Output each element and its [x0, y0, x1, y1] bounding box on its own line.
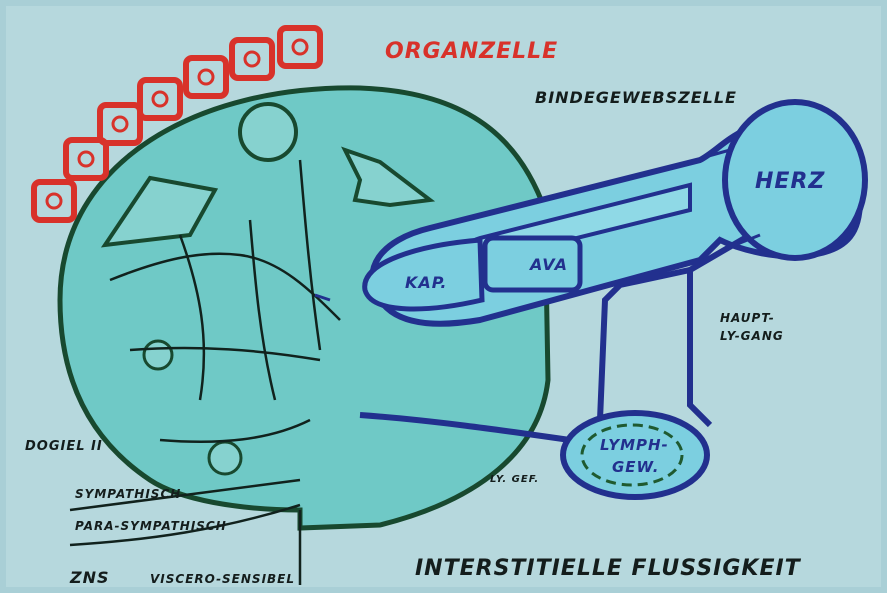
label-ly-gef: LY. GEF.: [490, 474, 539, 485]
label-gew: GEW.: [612, 458, 660, 476]
label-lymph: LYMPH-: [600, 436, 669, 454]
label-para-sympathisch: PARA-SYMPATHISCH: [75, 519, 227, 533]
tissue-cell-left: [144, 341, 172, 369]
label-organzelle: ORGANZELLE: [385, 39, 558, 64]
label-sympathisch: SYMPATHISCH: [75, 487, 181, 501]
label-ava: AVA: [528, 255, 568, 274]
label-kap: KAP.: [405, 273, 447, 292]
label-dogiel: DOGIEL II: [25, 439, 103, 454]
dogiel-cell: [209, 442, 241, 474]
label-interstitielle: INTERSTITIELLE FLUSSIGKEIT: [415, 556, 802, 581]
label-zns: ZNS: [69, 568, 110, 587]
connective-cell-round: [240, 104, 296, 160]
label-bindegewebszelle: BINDEGEWEBSZELLE: [535, 88, 737, 107]
label-herz: HERZ: [755, 169, 825, 194]
label-ly-gang: LY-GANG: [720, 329, 784, 343]
label-haupt: HAUPT-: [720, 311, 775, 325]
label-viscero-sensibel: VISCERO-SENSIBEL: [150, 572, 295, 586]
